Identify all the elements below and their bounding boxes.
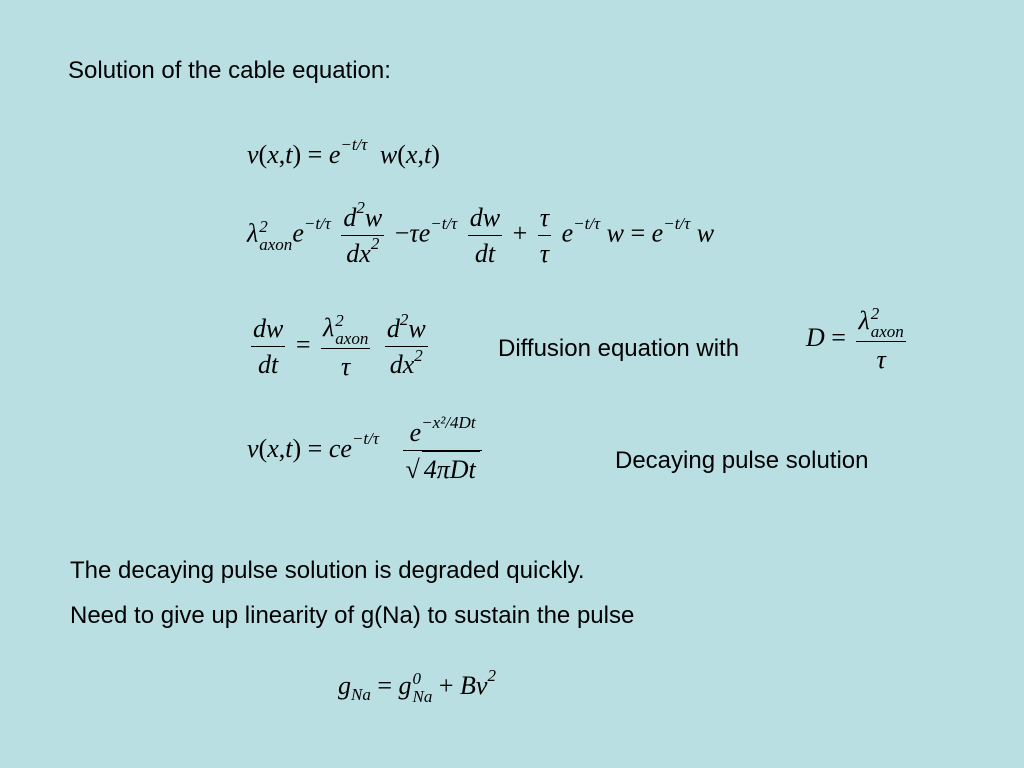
equation-substitution: v(x,t) = e−t/τ w(x,t) [247,135,440,169]
decaying-label: Decaying pulse solution [615,447,869,474]
text-line-2: Need to give up linearity of g(Na) to su… [70,602,635,629]
equation-decaying-pulse: v(x,t) = ce−t/τ e−x²/4Dt√4πDt [247,414,486,487]
slide-title: Solution of the cable equation: [68,57,391,84]
diffusion-label: Diffusion equation with [498,335,740,362]
text-line-1: The decaying pulse solution is degraded … [70,557,585,584]
